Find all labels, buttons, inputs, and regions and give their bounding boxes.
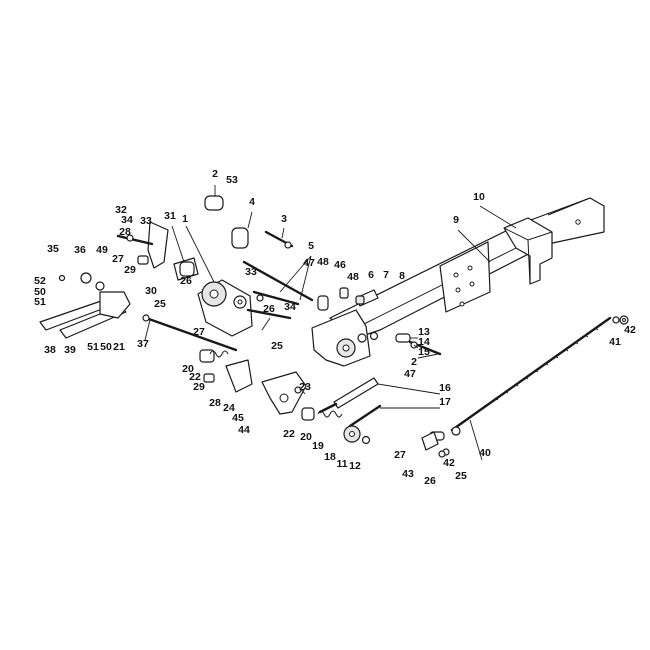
gas-spring-16 (318, 377, 382, 428)
callout-33: 33 (245, 266, 257, 278)
cross-shaft-37 (142, 314, 238, 352)
callout-12: 12 (349, 460, 361, 472)
callout-51: 51 (34, 296, 46, 308)
callout-48: 48 (317, 256, 329, 268)
callout-17: 17 (439, 396, 451, 408)
upper-bushings (204, 195, 294, 249)
callout-38: 38 (44, 344, 56, 356)
callout-44: 44 (238, 424, 250, 436)
callout-52: 52 (34, 275, 46, 287)
callout-27: 27 (394, 449, 406, 461)
callout-47: 47 (404, 368, 416, 380)
callout-47: 47 (303, 257, 315, 269)
callout-27: 27 (112, 253, 124, 265)
threaded-rod-40 (429, 315, 629, 456)
callout-7: 7 (383, 269, 389, 281)
callout-39: 39 (64, 344, 76, 356)
callout-4: 4 (249, 196, 255, 208)
callout-42: 42 (624, 324, 636, 336)
callout-25: 25 (455, 470, 467, 482)
callout-29: 29 (124, 264, 136, 276)
callout-29: 29 (193, 381, 205, 393)
callout-3: 3 (281, 213, 287, 225)
callout-34: 34 (121, 214, 133, 226)
callout-32: 32 (115, 204, 127, 216)
frame-rail (329, 197, 605, 339)
callout-34: 34 (284, 301, 296, 313)
callout-15: 15 (418, 346, 430, 358)
callout-9: 9 (453, 214, 459, 226)
pivot-lever-23 (261, 371, 307, 415)
callout-31: 31 (164, 210, 176, 222)
callout-49: 49 (96, 244, 108, 256)
callout-25: 25 (271, 340, 283, 352)
callout-28: 28 (119, 226, 131, 238)
callout-28: 28 (209, 397, 221, 409)
callout-50: 50 (34, 286, 46, 298)
callout-8: 8 (399, 270, 405, 282)
callout-6: 6 (368, 269, 374, 281)
callout-41: 41 (609, 336, 621, 348)
clevis-43 (421, 431, 446, 458)
rear-bracket (503, 217, 553, 285)
callout-30: 30 (145, 285, 157, 297)
callout-21: 21 (113, 341, 125, 353)
callout-18: 18 (324, 451, 336, 463)
callout-50: 50 (100, 341, 112, 353)
callout-51: 51 (87, 341, 99, 353)
callout-45: 45 (232, 412, 244, 424)
callout-13: 13 (418, 326, 430, 338)
callout-53: 53 (226, 174, 238, 186)
spring-pin-group (317, 287, 379, 311)
lower-left-parts (199, 349, 253, 393)
leader-lines (144, 185, 517, 461)
callout-22: 22 (283, 428, 295, 440)
bolt-13-15 (395, 333, 442, 356)
callout-11: 11 (336, 458, 347, 470)
lower-spring-sprocket (301, 407, 371, 445)
callout-20: 20 (182, 363, 194, 375)
callout-26: 26 (424, 475, 436, 487)
callout-40: 40 (479, 447, 491, 459)
callout-35: 35 (47, 243, 59, 255)
callout-10: 10 (473, 191, 485, 203)
callout-2: 2 (411, 356, 417, 368)
callout-26: 26 (263, 303, 275, 315)
callout-25: 25 (154, 298, 166, 310)
callout-42: 42 (443, 457, 455, 469)
callout-1: 1 (182, 213, 188, 225)
callout-36: 36 (74, 244, 86, 256)
callout-24: 24 (223, 402, 235, 414)
callout-16: 16 (439, 382, 451, 394)
callout-22: 22 (189, 371, 201, 383)
callout-48: 48 (347, 271, 359, 283)
callout-43: 43 (402, 468, 414, 480)
callout-23: 23 (299, 381, 311, 393)
mounting-plate (311, 309, 379, 367)
callout-26: 26 (180, 275, 192, 287)
callout-5: 5 (308, 240, 314, 252)
left-arm-bracket (116, 221, 169, 269)
callout-20: 20 (300, 431, 312, 443)
callout-14: 14 (418, 336, 430, 348)
pulley-assembly (173, 257, 253, 337)
callout-2: 2 (212, 168, 218, 180)
pedal-assembly (39, 272, 131, 339)
callout-27: 27 (193, 326, 205, 338)
long-links (242, 260, 314, 320)
callout-37: 37 (137, 338, 149, 350)
callout-19: 19 (312, 440, 324, 452)
callout-33: 33 (140, 215, 152, 227)
callout-46: 46 (334, 259, 346, 271)
